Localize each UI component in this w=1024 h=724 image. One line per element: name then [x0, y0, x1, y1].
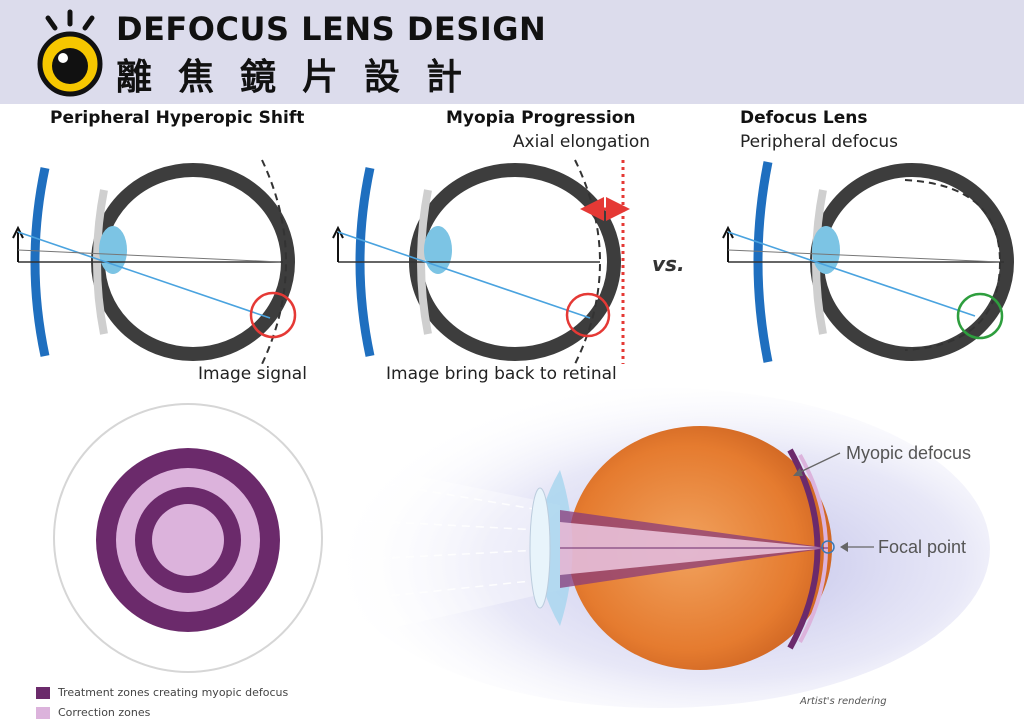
title-english: DEFOCUS LENS DESIGN — [116, 10, 547, 48]
red-circle-left — [249, 291, 297, 339]
vs-label: vs. — [652, 252, 685, 276]
correction-zone-center — [152, 504, 224, 576]
crystalline-lens-left — [99, 226, 127, 274]
title-chinese: 離焦鏡片設計 — [116, 57, 489, 98]
legend-label-correction: Correction zones — [58, 706, 151, 719]
green-circle-right — [956, 292, 1004, 340]
panel-middle-subtitle: Axial elongation — [512, 132, 650, 152]
eye-diagram-right — [722, 161, 1014, 363]
legend-label-treatment: Treatment zones creating myopic defocus — [58, 686, 289, 699]
focal-point-label: Focal point — [878, 537, 967, 557]
crystalline-lens-right — [812, 226, 840, 274]
myopic-defocus-label: Myopic defocus — [846, 443, 972, 463]
panel-right-title: Defocus Lens — [740, 108, 868, 128]
panel-middle-title: Myopia Progression — [446, 108, 636, 128]
header-banner — [0, 0, 1024, 104]
panel-right-subtitle: Peripheral defocus — [740, 132, 898, 152]
panel-middle-caption: Image bring back to retinal — [386, 364, 617, 384]
eye-rendering — [330, 388, 990, 708]
red-circle-middle — [565, 292, 611, 338]
eye-diagram-middle — [332, 159, 630, 365]
legend-correction: Correction zones — [36, 706, 150, 719]
panel-left-caption: Image signal — [198, 364, 307, 384]
defocus-lens-illustration — [53, 403, 323, 673]
panel-left-title: Peripheral Hyperopic Shift — [50, 108, 305, 128]
legend-swatch-correction — [36, 706, 50, 719]
artist-rendering-note: Artist's rendering — [800, 696, 887, 707]
eye-logo-icon — [37, 9, 103, 97]
legend-swatch-treatment — [36, 686, 50, 699]
legend-treatment: Treatment zones creating myopic defocus — [36, 686, 288, 699]
focal-point-marker — [821, 540, 835, 554]
eye-diagram-left — [12, 159, 297, 365]
